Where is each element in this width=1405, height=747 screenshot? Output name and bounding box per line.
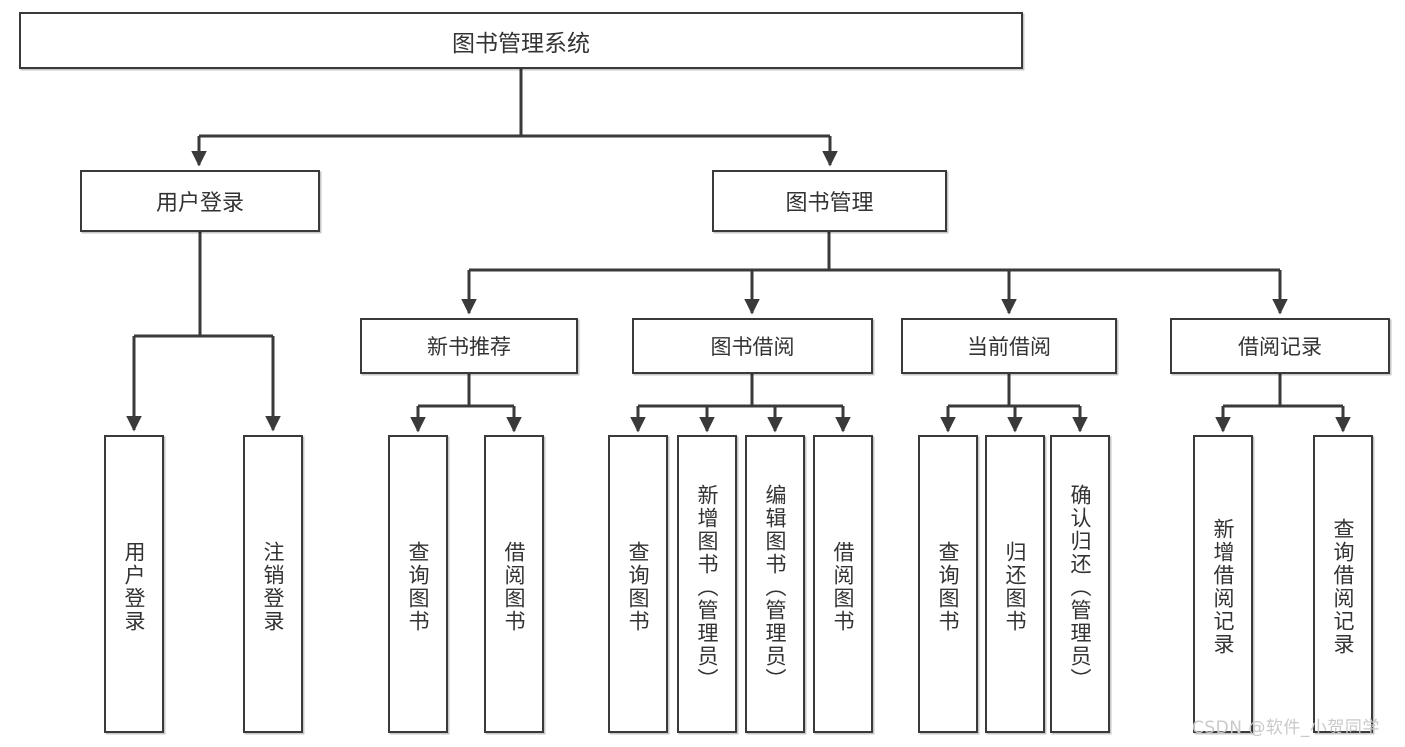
node-leaf-return-book[interactable]: 归还图书 <box>985 435 1045 733</box>
node-leaf-query-book-cur[interactable]: 查询图书 <box>918 435 978 733</box>
node-new-book-recommend-label: 新书推荐 <box>427 335 511 359</box>
node-user-login[interactable]: 用户登录 <box>80 170 320 232</box>
node-leaf-user-login-label: 用户登录 <box>122 541 147 633</box>
node-leaf-query-book[interactable]: 查询图书 <box>608 435 668 733</box>
node-borrow-record[interactable]: 借阅记录 <box>1170 318 1390 374</box>
node-leaf-borrow-book-label: 借阅图书 <box>831 541 856 633</box>
node-book-borrow-label: 图书借阅 <box>710 335 795 359</box>
node-leaf-user-logout[interactable]: 注销登录 <box>243 435 303 733</box>
node-leaf-confirm-return[interactable]: 确认归还（管理员） <box>1050 435 1110 733</box>
node-leaf-user-logout-label: 注销登录 <box>261 541 286 633</box>
node-root[interactable]: 图书管理系统 <box>19 12 1023 69</box>
node-leaf-borrow-book-rec[interactable]: 借阅图书 <box>484 435 544 733</box>
node-leaf-edit-book[interactable]: 编辑图书（管理员） <box>745 435 805 733</box>
node-leaf-add-record-label: 新增借阅记录 <box>1211 518 1236 656</box>
node-leaf-confirm-return-label: 确认归还（管理员） <box>1068 483 1093 691</box>
watermark: CSDN @软件_小贺同学 <box>1192 718 1380 738</box>
node-leaf-add-book-label: 新增图书（管理员） <box>695 483 720 691</box>
node-leaf-borrow-book-rec-label: 借阅图书 <box>502 541 527 633</box>
node-current-borrow-label: 当前借阅 <box>967 335 1051 359</box>
node-book-manage-label: 图书管理 <box>785 191 874 216</box>
node-leaf-edit-book-label: 编辑图书（管理员） <box>763 483 788 691</box>
node-leaf-add-record[interactable]: 新增借阅记录 <box>1193 435 1253 733</box>
node-book-borrow[interactable]: 图书借阅 <box>632 318 873 374</box>
node-leaf-query-record[interactable]: 查询借阅记录 <box>1313 435 1373 733</box>
node-book-manage[interactable]: 图书管理 <box>712 170 947 232</box>
node-current-borrow[interactable]: 当前借阅 <box>901 318 1117 374</box>
node-leaf-user-login[interactable]: 用户登录 <box>104 435 164 733</box>
node-root-label: 图书管理系统 <box>452 30 590 57</box>
node-leaf-query-book-rec-label: 查询图书 <box>406 541 431 633</box>
node-leaf-return-book-label: 归还图书 <box>1003 541 1028 633</box>
node-leaf-query-record-label: 查询借阅记录 <box>1331 518 1356 656</box>
node-leaf-query-book-cur-label: 查询图书 <box>936 541 961 633</box>
node-leaf-borrow-book[interactable]: 借阅图书 <box>813 435 873 733</box>
node-leaf-add-book[interactable]: 新增图书（管理员） <box>677 435 737 733</box>
node-new-book-recommend[interactable]: 新书推荐 <box>360 318 578 374</box>
node-leaf-query-book-rec[interactable]: 查询图书 <box>388 435 448 733</box>
node-borrow-record-label: 借阅记录 <box>1238 335 1322 359</box>
node-user-login-label: 用户登录 <box>155 191 244 216</box>
node-leaf-query-book-label: 查询图书 <box>626 541 651 633</box>
